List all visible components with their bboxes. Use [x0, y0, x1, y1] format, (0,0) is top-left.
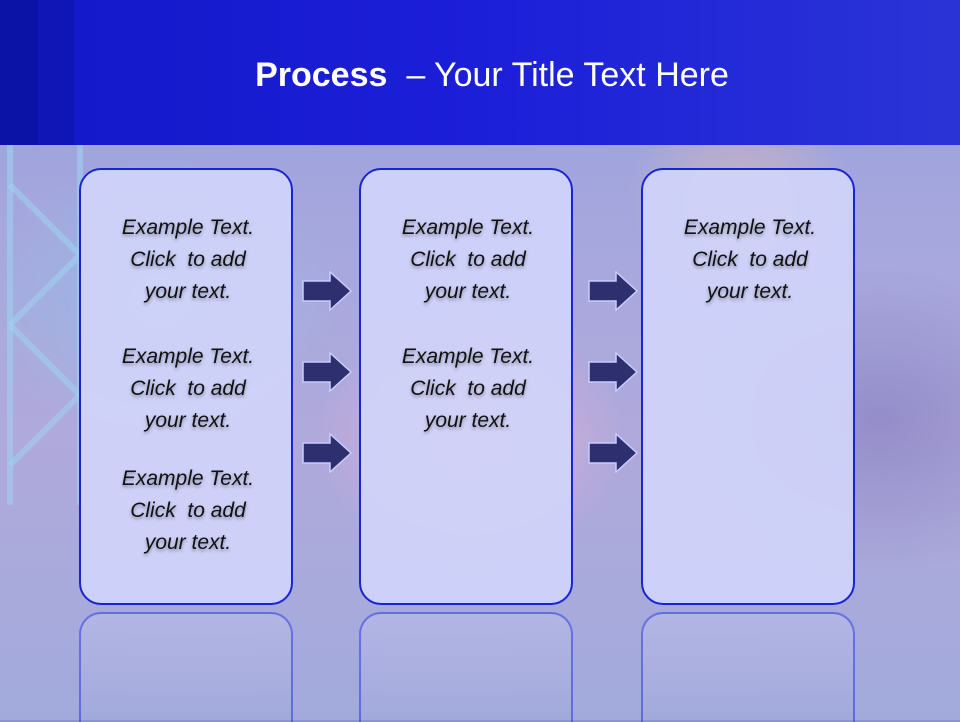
text-line: Example Text. [81, 212, 295, 244]
process-box-1[interactable]: Example Text. Click to add your text. Ex… [79, 168, 293, 605]
text-line: your text. [361, 405, 575, 437]
slide-title[interactable]: Process – Your Title Text Here [0, 56, 960, 95]
title-bold: Process [255, 56, 387, 94]
title-bar: Process – Your Title Text Here [0, 0, 960, 145]
text-block[interactable]: Example Text. Click to add your text. [81, 212, 295, 308]
process-box-3[interactable]: Example Text. Click to add your text. [641, 168, 855, 605]
text-line: Example Text. [361, 341, 575, 373]
text-line: Click to add [81, 373, 295, 405]
process-box-2[interactable]: Example Text. Click to add your text. Ex… [359, 168, 573, 605]
right-arrow-icon[interactable] [588, 433, 638, 473]
text-block[interactable]: Example Text. Click to add your text. [361, 212, 575, 308]
text-line: your text. [81, 405, 295, 437]
text-block[interactable]: Example Text. Click to add your text. [643, 212, 857, 308]
text-line: Example Text. [81, 341, 295, 373]
text-line: your text. [643, 276, 857, 308]
box-reflection [79, 612, 293, 722]
right-arrow-icon[interactable] [588, 271, 638, 311]
text-line: Click to add [643, 244, 857, 276]
text-line: your text. [81, 527, 295, 559]
text-block[interactable]: Example Text. Click to add your text. [81, 463, 295, 559]
text-line: Example Text. [643, 212, 857, 244]
text-block[interactable]: Example Text. Click to add your text. [361, 341, 575, 437]
box-reflection [641, 612, 855, 722]
text-line: Example Text. [361, 212, 575, 244]
right-arrow-icon[interactable] [302, 433, 352, 473]
right-arrow-icon[interactable] [588, 352, 638, 392]
title-text: – Your Title Text Here [387, 56, 728, 94]
text-line: Click to add [361, 373, 575, 405]
text-line: Click to add [361, 244, 575, 276]
text-line: Example Text. [81, 463, 295, 495]
box-reflection [359, 612, 573, 722]
right-arrow-icon[interactable] [302, 271, 352, 311]
right-arrow-icon[interactable] [302, 352, 352, 392]
text-line: Click to add [81, 244, 295, 276]
text-line: Click to add [81, 495, 295, 527]
text-line: your text. [361, 276, 575, 308]
text-block[interactable]: Example Text. Click to add your text. [81, 341, 295, 437]
text-line: your text. [81, 276, 295, 308]
